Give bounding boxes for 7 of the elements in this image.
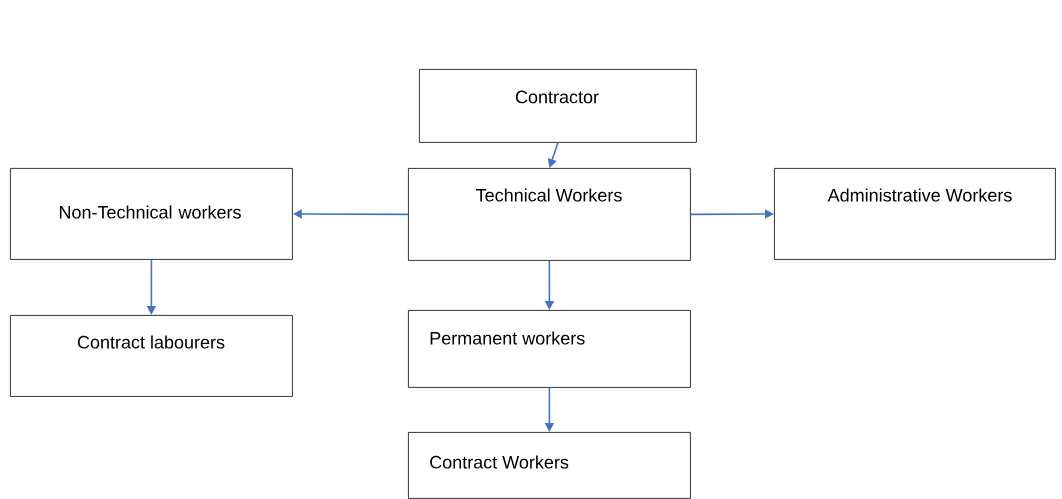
box: Administrative Workers: [774, 168, 1056, 260]
box: Contract labourers: [10, 315, 293, 397]
box: Contract Workers: [408, 432, 691, 499]
box: Non-Technical workers: [10, 168, 293, 260]
box: Technical Workers: [408, 168, 691, 261]
box: Contractor: [419, 69, 697, 143]
box: Permanent workers: [408, 310, 691, 388]
